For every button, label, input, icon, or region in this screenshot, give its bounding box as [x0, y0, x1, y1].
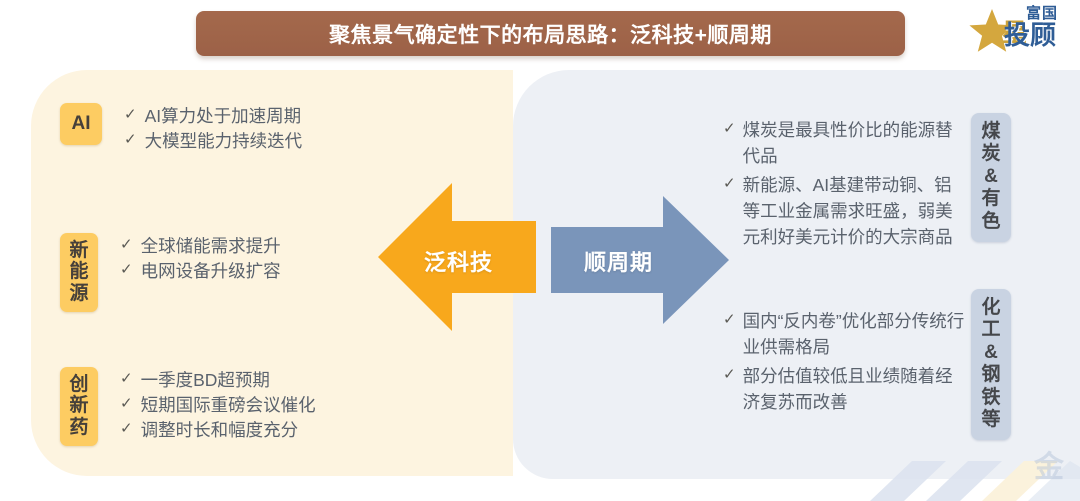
- bullet-list-ai: ✓ AI算力处于加速周期 ✓ 大模型能力持续迭代: [124, 103, 302, 154]
- check-icon: ✓: [723, 120, 736, 137]
- bullet-list-innovative-drug: ✓ 一季度BD超预期 ✓ 短期国际重磅会议催化 ✓ 调整时长和幅度充分: [120, 367, 316, 443]
- list-item: ✓ 调整时长和幅度充分: [120, 418, 316, 443]
- list-item-label: 调整时长和幅度充分: [140, 419, 299, 440]
- check-icon: ✓: [120, 394, 133, 412]
- right-block-chemical-steel: ✓ 国内“反内卷”优化部分传统行业供需格局 ✓ 部分估值较低且业绩随着经济复苏而…: [723, 308, 969, 417]
- list-item: ✓ AI算力处于加速周期: [124, 104, 302, 129]
- list-item-label: 部分估值较低且业绩随着经济复苏而改善: [742, 365, 953, 412]
- tag-char: &: [984, 341, 998, 363]
- list-item: ✓ 电网设备升级扩容: [120, 259, 281, 284]
- tag-char: 源: [69, 282, 89, 304]
- check-icon: ✓: [124, 130, 137, 148]
- check-icon: ✓: [120, 260, 133, 278]
- check-icon: ✓: [723, 174, 736, 192]
- tag-char: 化: [981, 297, 1001, 318]
- check-icon: ✓: [124, 106, 137, 123]
- brand-top-word: 富国: [1026, 5, 1059, 22]
- right-arrow: [551, 196, 729, 324]
- tag-char: 有: [981, 188, 1001, 210]
- tag-char: 工: [981, 319, 1001, 341]
- tag-char: 新: [69, 240, 89, 261]
- right-block-coal-metals: ✓ 煤炭是最具性价比的能源替代品 ✓ 新能源、AI基建带动铜、铝等工业金属需求旺…: [723, 117, 969, 252]
- star-icon: [969, 9, 1015, 52]
- list-item-label: 新能源、AI基建带动铜、铝等工业金属需求旺盛，弱美元利好美元计价的大宗商品: [742, 174, 953, 248]
- brand-star-word: 星: [1002, 19, 1028, 47]
- check-icon: ✓: [120, 370, 133, 387]
- right-arrow-label: 顺周期: [584, 250, 654, 275]
- list-item: ✓ 国内“反内卷”优化部分传统行业供需格局: [723, 308, 969, 361]
- list-item-label: 全球储能需求提升: [140, 236, 281, 256]
- tag-char: 创: [69, 374, 89, 395]
- side-tag-coal-metals: 煤 炭 & 有 色: [971, 113, 1011, 243]
- list-item-label: 一季度BD超预期: [140, 370, 270, 390]
- title-banner: 聚焦景气确定性下的布局思路：泛科技+顺周期: [196, 11, 905, 56]
- check-icon: ✓: [120, 419, 133, 437]
- list-item-label: 煤炭是最具性价比的能源替代品: [742, 120, 953, 167]
- list-item-label: 电网设备升级扩容: [140, 260, 281, 281]
- list-item-label: AI算力处于加速周期: [144, 106, 302, 126]
- tag-char: 钢: [981, 364, 1001, 386]
- list-item: ✓ 部分估值较低且业绩随着经济复苏而改善: [723, 363, 969, 416]
- tag-char: 新: [69, 395, 89, 417]
- brand-logo: 星 富国 投顾: [968, 2, 1076, 60]
- side-tag-chemical-steel: 化 工 & 钢 铁 等: [971, 289, 1011, 441]
- tag-char: 铁: [981, 386, 1001, 408]
- check-icon: ✓: [723, 311, 736, 328]
- tag-char: &: [984, 165, 998, 187]
- check-icon: ✓: [120, 236, 133, 253]
- page-title: 聚焦景气确定性下的布局思路：泛科技+顺周期: [329, 23, 772, 47]
- tag-ai: AI: [60, 103, 102, 145]
- list-item: ✓ 新能源、AI基建带动铜、铝等工业金属需求旺盛，弱美元利好美元计价的大宗商品: [723, 172, 969, 251]
- left-row-new-energy: 新 能 源 ✓ 全球储能需求提升 ✓ 电网设备升级扩容: [60, 233, 281, 312]
- bullet-list-new-energy: ✓ 全球储能需求提升 ✓ 电网设备升级扩容: [120, 233, 281, 284]
- list-item-label: 短期国际重磅会议催化: [140, 394, 316, 415]
- left-row-innovative-drug: 创 新 药 ✓ 一季度BD超预期 ✓ 短期国际重磅会议催化 ✓ 调整时长和幅度充…: [60, 367, 316, 446]
- list-item: ✓ 全球储能需求提升: [120, 234, 281, 259]
- tag-char: 能: [69, 261, 89, 283]
- list-item: ✓ 一季度BD超预期: [120, 368, 316, 393]
- list-item: ✓ 大模型能力持续迭代: [124, 129, 302, 154]
- brand-main-word: 投顾: [1004, 20, 1057, 50]
- tag-char: 煤: [981, 121, 1001, 142]
- tag-char: 等: [981, 409, 1001, 431]
- tag-char: 炭: [981, 143, 1001, 165]
- list-item-label: 大模型能力持续迭代: [144, 130, 303, 151]
- left-arrow-label: 泛科技: [424, 250, 494, 275]
- list-item: ✓ 短期国际重磅会议催化: [120, 393, 316, 418]
- tag-new-energy: 新 能 源: [60, 233, 98, 312]
- tag-char: 色: [981, 210, 1001, 232]
- list-item: ✓ 煤炭是最具性价比的能源替代品: [723, 117, 969, 170]
- tag-innovative-drug: 创 新 药: [60, 367, 98, 446]
- check-icon: ✓: [723, 365, 736, 383]
- left-arrow: [378, 183, 536, 331]
- left-row-ai: AI ✓ AI算力处于加速周期 ✓ 大模型能力持续迭代: [60, 103, 302, 154]
- tag-char: 药: [69, 416, 89, 438]
- list-item-label: 国内“反内卷”优化部分传统行业供需格局: [742, 311, 965, 358]
